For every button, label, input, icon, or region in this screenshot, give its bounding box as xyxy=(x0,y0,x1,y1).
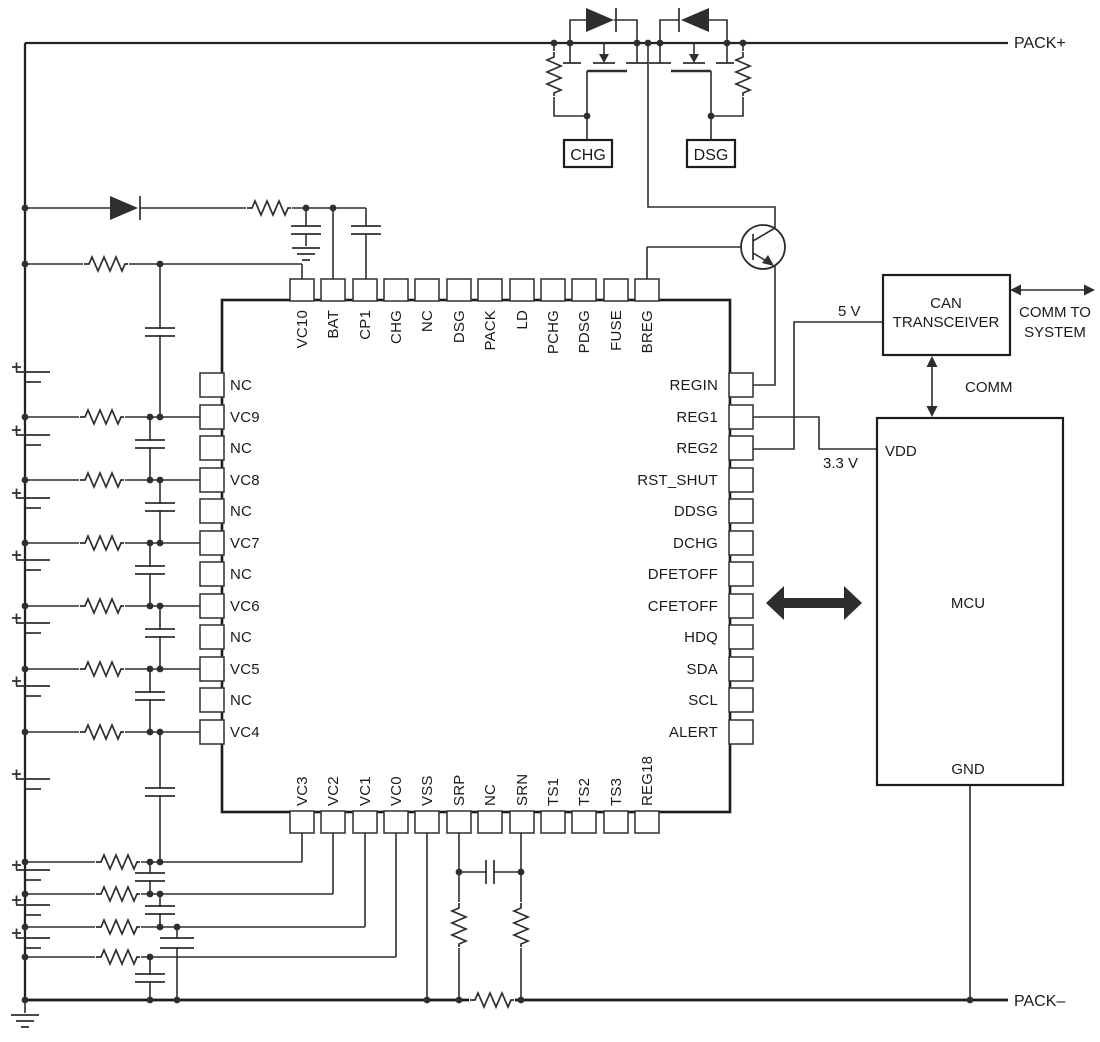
pin-label: RST_SHUT xyxy=(637,472,718,489)
can-label-line1: CAN xyxy=(930,295,962,312)
pin-label: BREG xyxy=(639,310,656,353)
pin-label: TS1 xyxy=(545,778,562,806)
comm-label: COMM xyxy=(965,379,1013,396)
pin-label: PDSG xyxy=(576,310,593,353)
wires xyxy=(24,19,971,1013)
pin-label: NC xyxy=(230,629,252,646)
bat-series-resistor xyxy=(245,198,293,218)
pin-label: NC xyxy=(230,566,252,583)
sense-filter-capacitor xyxy=(485,859,495,885)
mcu-gnd-label: GND xyxy=(951,761,985,778)
chg-gate-box xyxy=(562,138,614,169)
mcu-vdd-label: VDD xyxy=(885,443,917,460)
comm-to-system-line2: SYSTEM xyxy=(1024,324,1086,341)
pin-label: SCL xyxy=(688,692,718,709)
srn-filter-resistor xyxy=(511,901,531,949)
chg-body-diode xyxy=(585,7,617,33)
pin-label: NC xyxy=(230,692,252,709)
pin-label: SDA xyxy=(687,661,718,678)
mcu-box xyxy=(875,416,1065,787)
pin-label: DFETOFF xyxy=(648,566,718,583)
pin-label: DSG xyxy=(451,310,468,343)
pin-label: DCHG xyxy=(673,535,718,552)
ic-pin-labels: VC10 BAT CP1 CHG NC DSG PACK LD PCHG PDS… xyxy=(230,310,718,806)
pin-label: PCHG xyxy=(545,310,562,354)
chg-gate-resistor xyxy=(544,50,564,98)
pin-label: NC xyxy=(230,503,252,520)
pin-label: DDSG xyxy=(674,503,718,520)
dsg-gate-label: DSG xyxy=(694,147,729,164)
comm-arrow xyxy=(926,356,938,417)
pin-label: TS3 xyxy=(608,778,625,806)
pin-label: REG1 xyxy=(676,409,718,426)
pin-label: HDQ xyxy=(684,629,718,646)
pin-label: VC8 xyxy=(230,472,260,489)
cp1-capacitor xyxy=(350,225,382,235)
pin-label: NC xyxy=(482,784,499,806)
chg-mosfet xyxy=(559,43,648,73)
pin-label: TS2 xyxy=(576,778,593,806)
ic-pads xyxy=(199,278,754,834)
pin-label: CFETOFF xyxy=(648,598,718,615)
cell-input-resistors xyxy=(78,407,142,967)
vc10-resistor xyxy=(82,254,130,274)
can-label-line2: TRANSCEIVER xyxy=(893,314,1000,331)
pin-label: REG18 xyxy=(639,756,656,806)
pin-label: NC xyxy=(230,377,252,394)
pin-label: VC7 xyxy=(230,535,260,552)
mcu-label: MCU xyxy=(951,595,985,612)
pin-label: VSS xyxy=(419,775,436,806)
comm-to-system-arrow xyxy=(1010,284,1095,296)
current-sense-resistor xyxy=(468,990,516,1010)
pin-label: VC9 xyxy=(230,409,260,426)
dsg-gate-resistor xyxy=(733,50,753,98)
pin-label: VC10 xyxy=(294,310,311,348)
pin-label: SRN xyxy=(514,774,531,806)
reverse-protection-diode xyxy=(109,195,141,221)
pin-label: VC4 xyxy=(230,724,260,741)
ic-body xyxy=(220,298,732,814)
pin-label: REG2 xyxy=(676,440,718,457)
cell-balance-capacitors xyxy=(134,327,194,983)
pin-label: BAT xyxy=(325,310,342,339)
pin-label: REGIN xyxy=(669,377,718,394)
pack-ground-symbol xyxy=(10,1014,40,1028)
chg-gate-label: CHG xyxy=(570,147,606,164)
junction-dots xyxy=(21,39,974,1004)
pin-label: VC0 xyxy=(388,776,405,806)
npn-transistor xyxy=(740,224,786,270)
pin-label: VC2 xyxy=(325,776,342,806)
pack-plus-label: PACK+ xyxy=(1014,35,1066,52)
pin-label: ALERT xyxy=(669,724,718,741)
comm-to-system-line1: COMM TO xyxy=(1019,304,1091,321)
pin-label: CHG xyxy=(388,310,405,344)
pack-minus-label: PACK– xyxy=(1014,993,1065,1010)
dsg-body-diode xyxy=(678,7,710,33)
pin-label: LD xyxy=(514,310,531,330)
pin-label: SRP xyxy=(451,775,468,806)
battery-cells xyxy=(11,361,51,949)
five-v-label: 5 V xyxy=(838,303,861,320)
pin-label: PACK xyxy=(482,310,499,351)
dsg-gate-box xyxy=(685,138,737,169)
srp-filter-resistor xyxy=(449,901,469,949)
pin-label: VC6 xyxy=(230,598,260,615)
pin-label: CP1 xyxy=(357,310,374,340)
three-v3-label: 3.3 V xyxy=(823,455,858,472)
pin-label: VC3 xyxy=(294,776,311,806)
pin-label: VC1 xyxy=(357,776,374,806)
dsg-mosfet xyxy=(649,43,738,73)
pin-label: FUSE xyxy=(608,310,625,351)
can-transceiver-box xyxy=(881,273,1012,357)
ground-symbol xyxy=(291,247,321,261)
data-bus-arrow xyxy=(766,586,862,620)
bat-filter-capacitor xyxy=(290,225,322,235)
pin-label: NC xyxy=(230,440,252,457)
pin-label: NC xyxy=(419,310,436,332)
pin-label: VC5 xyxy=(230,661,260,678)
